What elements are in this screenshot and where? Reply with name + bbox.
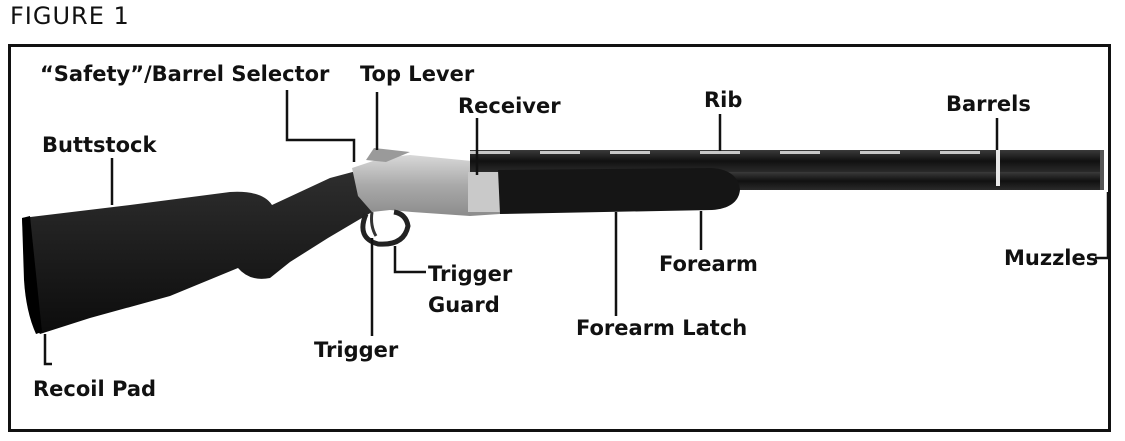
leader-safety xyxy=(287,90,354,162)
trigger-shape xyxy=(372,212,377,236)
label-safety-barrel-selector: “Safety”/Barrel Selector xyxy=(40,62,329,86)
buttstock-shape xyxy=(22,170,372,334)
lower-barrel xyxy=(700,172,1104,190)
leader-trigger-guard xyxy=(395,246,426,272)
label-trigger-guard-line1: Trigger xyxy=(428,262,512,286)
label-barrels: Barrels xyxy=(946,92,1031,116)
forearm-shape xyxy=(498,168,740,214)
label-top-lever: Top Lever xyxy=(360,62,474,86)
label-receiver: Receiver xyxy=(458,94,561,118)
leader-recoil-pad xyxy=(45,334,52,364)
label-rib: Rib xyxy=(704,88,742,112)
label-muzzles: Muzzles xyxy=(1004,246,1098,270)
label-forearm-latch: Forearm Latch xyxy=(576,316,747,340)
trigger-guard-shape xyxy=(363,212,408,244)
label-trigger-guard-line2: Guard xyxy=(428,293,500,317)
label-recoil-pad: Recoil Pad xyxy=(33,377,156,401)
label-buttstock: Buttstock xyxy=(42,133,156,157)
label-forearm: Forearm xyxy=(659,252,758,276)
label-trigger: Trigger xyxy=(314,338,398,362)
